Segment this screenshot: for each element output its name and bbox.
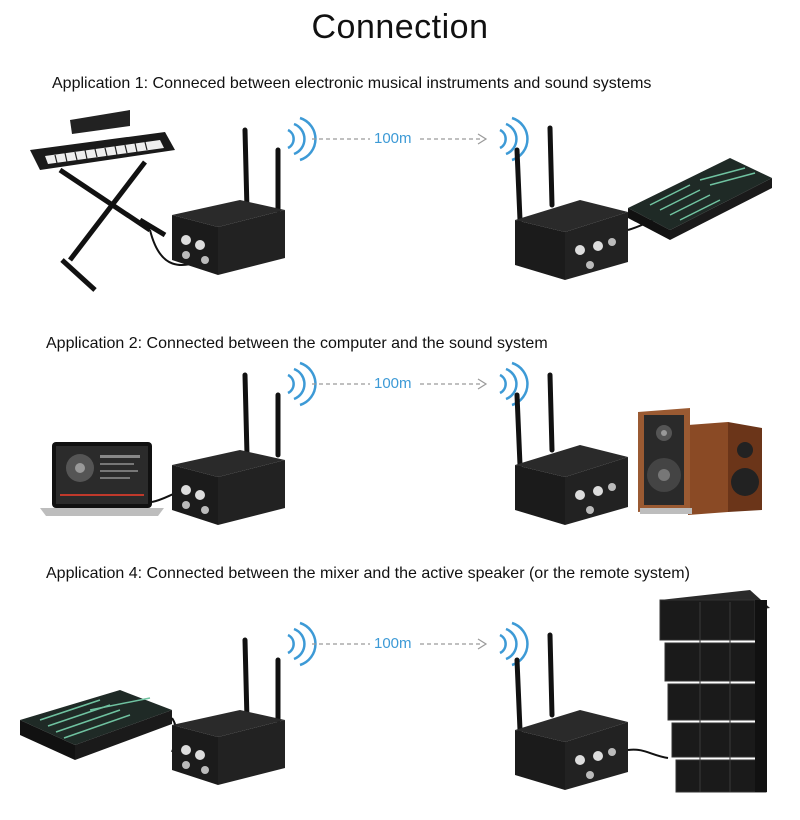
application-4-heading: Application 4: Connected between the mix… xyxy=(46,565,690,582)
application-1-scene xyxy=(30,110,772,292)
arrow-head xyxy=(477,133,488,145)
wireless-wave-left-icon xyxy=(287,116,317,162)
mixer-icon xyxy=(628,158,772,240)
wireless-wave-right-icon xyxy=(499,361,529,407)
arrow-head xyxy=(477,378,488,390)
application-4-section: Application 4: Connected between the mix… xyxy=(0,560,800,820)
receiver-device-icon xyxy=(514,125,661,280)
distance-label: 100m xyxy=(374,375,412,392)
page-title: Connection xyxy=(311,8,489,46)
application-2-section: Application 2: Connected between the com… xyxy=(0,330,800,590)
wireless-wave-right-icon xyxy=(499,621,529,667)
laptop-icon xyxy=(40,442,179,516)
receiver-device-icon xyxy=(514,632,669,790)
line-array-speaker-icon xyxy=(659,590,770,793)
wireless-wave-left-icon xyxy=(287,621,317,667)
distance-label: 100m xyxy=(374,130,412,147)
transmitter-device-icon xyxy=(172,637,285,785)
application-1-section: Application 1: Conneced between electron… xyxy=(0,70,800,330)
wireless-wave-left-icon xyxy=(287,361,317,407)
application-2-scene xyxy=(40,361,762,525)
arrow-head xyxy=(477,638,488,650)
application-2-heading: Application 2: Connected between the com… xyxy=(46,335,548,352)
bookshelf-speakers-icon xyxy=(638,408,762,515)
keyboard-icon xyxy=(30,110,211,292)
application-1-heading: Application 1: Conneced between electron… xyxy=(52,75,652,92)
distance-label: 100m xyxy=(374,635,412,652)
mixer-icon xyxy=(20,690,178,760)
transmitter-device-icon xyxy=(172,127,285,275)
transmitter-device-icon xyxy=(172,372,285,525)
receiver-device-icon xyxy=(514,372,628,525)
application-4-scene xyxy=(20,590,770,793)
wireless-wave-right-icon xyxy=(499,116,529,162)
